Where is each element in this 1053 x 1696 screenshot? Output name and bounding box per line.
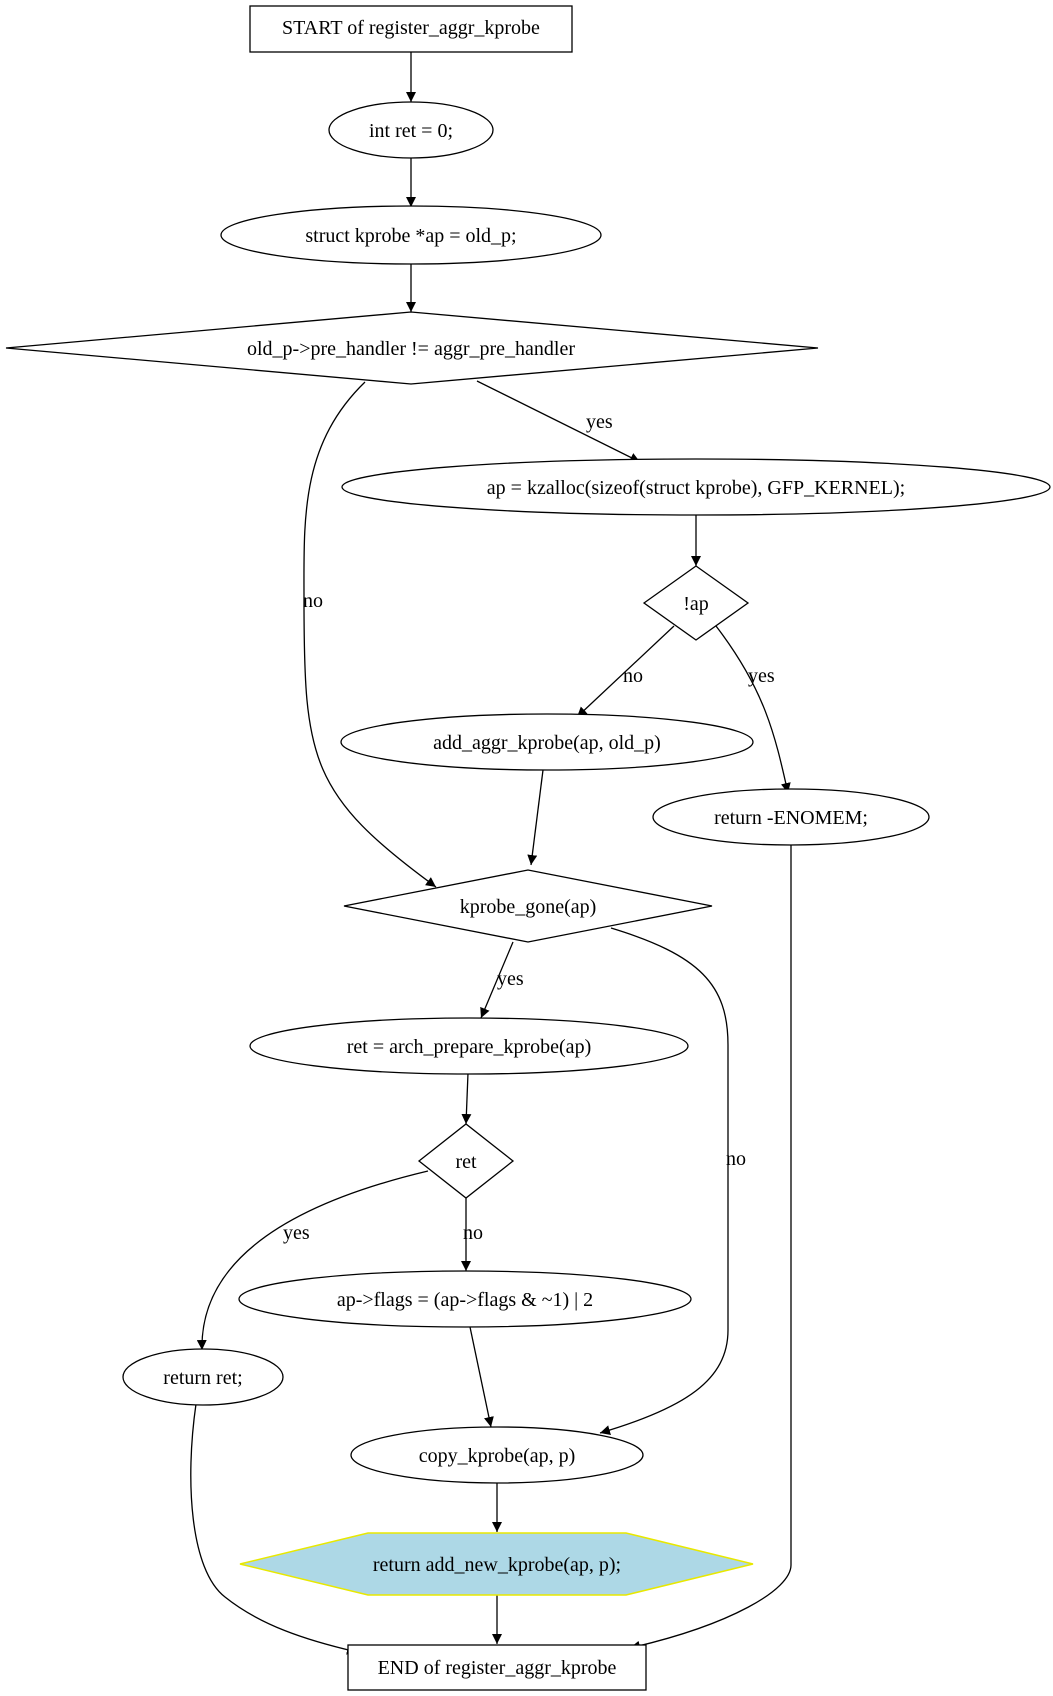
node-arch-prepare-label: ret = arch_prepare_kprobe(ap) [347, 1036, 591, 1058]
nodes: START of register_aggr_kprobe int ret = … [5, 5, 1051, 1691]
edges [190, 52, 792, 1655]
node-cond-ret: ret [417, 1123, 515, 1199]
node-kzalloc-label: ap = kzalloc(sizeof(struct kprobe), GFP_… [487, 477, 905, 499]
edge-return-ret-to-end [190, 1403, 358, 1655]
edge-flags-to-copy [469, 1326, 494, 1428]
node-copy-kprobe-label: copy_kprobe(ap, p) [419, 1445, 576, 1467]
node-flags: ap->flags = (ap->flags & ~1) | 2 [238, 1270, 692, 1328]
node-int-ret: int ret = 0; [328, 101, 494, 159]
node-start-label: START of register_aggr_kprobe [282, 17, 540, 39]
node-end-label: END of register_aggr_kprobe [378, 1657, 617, 1679]
node-struct-ap-label: struct kprobe *ap = old_p; [305, 225, 516, 247]
node-cond-gone-label: kprobe_gone(ap) [460, 896, 597, 918]
edge-label-ret-yes: yes [283, 1222, 310, 1244]
node-kzalloc: ap = kzalloc(sizeof(struct kprobe), GFP_… [341, 458, 1051, 516]
node-cond-not-ap: !ap [642, 565, 750, 641]
edge-arch-to-ret [461, 1072, 472, 1125]
edge-gone-to-copy [599, 927, 729, 1435]
edge-gone-to-arch [480, 941, 514, 1019]
node-start: START of register_aggr_kprobe [249, 5, 573, 53]
node-return-add-new: return add_new_kprobe(ap, p); [239, 1532, 754, 1596]
node-cond-pre-handler-label: old_p->pre_handler != aggr_pre_handler [247, 338, 575, 360]
node-int-ret-label: int ret = 0; [369, 120, 453, 142]
node-cond-gone: kprobe_gone(ap) [343, 869, 713, 943]
edge-label-gone-yes: yes [497, 968, 524, 990]
edge-not-ap-to-enomem [715, 625, 791, 794]
node-return-enomem-label: return -ENOMEM; [714, 807, 868, 829]
edge-cond-to-gone [303, 381, 437, 888]
node-end: END of register_aggr_kprobe [347, 1644, 647, 1691]
edge-not-ap-to-add-aggr [576, 625, 675, 718]
node-return-add-new-label: return add_new_kprobe(ap, p); [373, 1554, 621, 1576]
node-struct-ap: struct kprobe *ap = old_p; [220, 205, 602, 265]
edge-label-pre-handler-no: no [303, 590, 323, 612]
node-return-ret: return ret; [122, 1348, 284, 1406]
edge-cond-to-kzalloc [476, 380, 641, 463]
edge-add-aggr-to-gone [527, 769, 544, 866]
node-return-ret-label: return ret; [163, 1367, 242, 1389]
edge-ret-to-return-ret [196, 1170, 429, 1351]
node-add-aggr: add_aggr_kprobe(ap, old_p) [340, 713, 754, 771]
edge-label-ret-no: no [463, 1222, 483, 1244]
node-return-enomem: return -ENOMEM; [652, 788, 930, 846]
node-copy-kprobe: copy_kprobe(ap, p) [350, 1426, 644, 1484]
node-flags-label: ap->flags = (ap->flags & ~1) | 2 [337, 1289, 593, 1311]
edge-label-not-ap-yes: yes [748, 665, 775, 687]
node-cond-pre-handler: old_p->pre_handler != aggr_pre_handler [5, 311, 819, 385]
node-add-aggr-label: add_aggr_kprobe(ap, old_p) [433, 732, 661, 754]
edge-label-gone-no: no [726, 1148, 746, 1170]
edge-labels: yes no no yes yes no yes no [283, 411, 775, 1244]
edge-label-not-ap-no: no [623, 665, 643, 687]
node-arch-prepare: ret = arch_prepare_kprobe(ap) [249, 1017, 689, 1075]
edge-label-pre-handler-yes: yes [586, 411, 613, 433]
edge-enomem-to-end [629, 845, 792, 1651]
node-cond-ret-label: ret [455, 1151, 477, 1173]
node-cond-not-ap-label: !ap [683, 593, 709, 615]
